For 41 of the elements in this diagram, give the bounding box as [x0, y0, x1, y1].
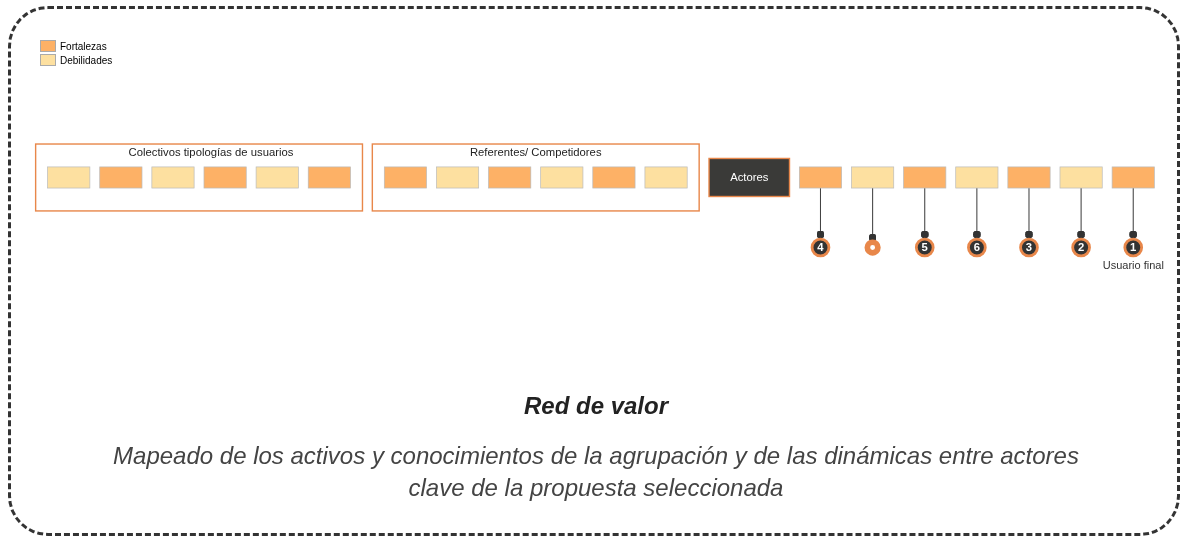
connector	[868, 187, 877, 243]
diagram-caption: Mapeado de los activos y conocimientos de la agrupación y de las dinámicas entre actores clave de la propuesta seleccionada	[112, 441, 1080, 504]
node-caption: Usuario final	[1102, 258, 1164, 271]
node-circle: 1	[1123, 237, 1144, 258]
node-circle: 5	[914, 237, 935, 258]
node-box	[307, 166, 351, 189]
connector	[1024, 187, 1034, 240]
node-box	[383, 166, 427, 189]
legend-label: Debilidades	[60, 54, 113, 66]
connector	[972, 187, 982, 240]
connector	[1076, 187, 1086, 240]
node-box	[255, 166, 299, 189]
node-box	[203, 166, 247, 189]
node-box	[47, 166, 91, 189]
node-box	[1059, 166, 1103, 189]
node-box	[151, 166, 195, 189]
node-box	[799, 166, 842, 189]
node-box: Actores	[708, 157, 791, 198]
cluster: Referentes/ Competidores	[371, 143, 700, 212]
node-circle: 6	[967, 237, 987, 258]
connector	[1128, 187, 1138, 240]
node-circle: 3	[1019, 237, 1039, 258]
node-circle: 2	[1071, 237, 1091, 258]
node-box	[851, 166, 895, 189]
node-box	[644, 166, 688, 189]
node-box	[955, 166, 999, 189]
node-box	[1111, 166, 1155, 189]
legend-label: Fortalezas	[60, 40, 107, 52]
node-box	[99, 166, 143, 189]
node-box	[1007, 166, 1051, 189]
node-circle: 4	[810, 237, 831, 258]
connector	[816, 187, 825, 240]
connector	[920, 187, 929, 240]
diagram-title: Red de valor	[522, 392, 670, 420]
node-box	[488, 166, 532, 189]
node-circle	[864, 239, 881, 256]
node-box	[540, 166, 584, 189]
node-box	[436, 166, 480, 189]
cluster: Colectivos tipologías de usuarios	[34, 143, 364, 212]
node-box	[592, 166, 636, 189]
node-box	[903, 166, 947, 189]
